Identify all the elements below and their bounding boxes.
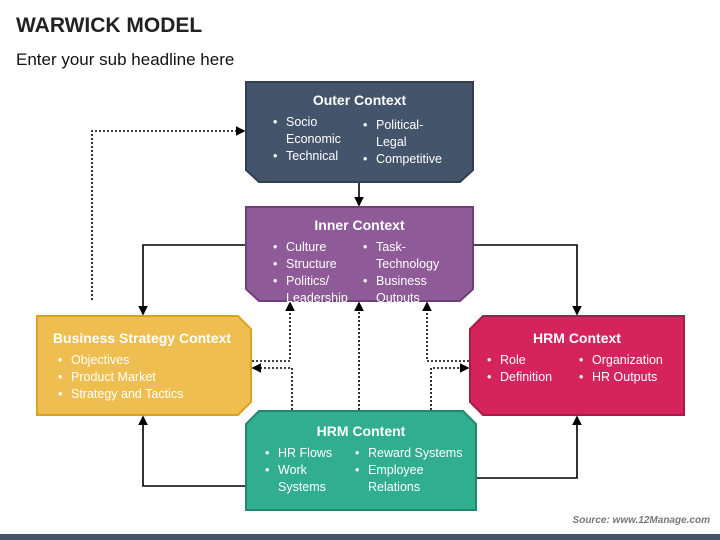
outer-context-title: Outer Context bbox=[312, 92, 407, 108]
list-item: Strategy and Tactics bbox=[58, 386, 183, 403]
list-item: Employee Relations bbox=[355, 462, 433, 496]
arrow-content-to-business bbox=[138, 415, 245, 487]
arrow-inner-to-business bbox=[138, 244, 245, 316]
inner-context-box: Inner Context CultureStructurePolitics/ … bbox=[246, 217, 473, 307]
list-item: HR Flows bbox=[265, 445, 354, 462]
list-item: Structure bbox=[273, 256, 362, 273]
arrow-inner-to-hrm-context bbox=[474, 244, 582, 316]
arrow-business-to-outer bbox=[91, 126, 246, 300]
arrow-hrm-context-to-inner bbox=[422, 301, 469, 362]
arrow-business-to-inner bbox=[252, 301, 295, 362]
list-item: Task-Technology bbox=[363, 239, 448, 273]
arrow-content-to-hrm-context bbox=[477, 415, 582, 479]
hrm-content-box: HRM Content HR FlowsWork Systems Reward … bbox=[246, 423, 476, 496]
list-item: Socio Economic bbox=[273, 114, 362, 148]
source-note: Source: www.12Manage.com bbox=[572, 515, 710, 526]
list-item: Definition bbox=[487, 369, 578, 386]
list-item: Politics/ Leadership bbox=[273, 273, 356, 307]
arrow-content-to-hrm-context-dotted bbox=[430, 363, 470, 410]
list-item: Organization bbox=[579, 352, 663, 369]
list-item: Role bbox=[487, 352, 578, 369]
outer-context-box: Outer Context Socio EconomicTechnical Po… bbox=[246, 92, 473, 168]
business-strategy-title: Business Strategy Context bbox=[52, 330, 232, 346]
footer-bar bbox=[0, 534, 720, 540]
list-item: Reward Systems bbox=[355, 445, 463, 462]
inner-context-title: Inner Context bbox=[314, 217, 405, 233]
arrow-content-to-business-dotted bbox=[251, 363, 293, 410]
hrm-context-title: HRM Context bbox=[533, 330, 621, 346]
list-item: Business Outputs bbox=[363, 273, 436, 307]
hrm-context-box: HRM Context RoleDefinition OrganizationH… bbox=[470, 330, 684, 386]
list-item: Work Systems bbox=[265, 462, 333, 496]
list-item: Product Market bbox=[58, 369, 183, 386]
page-title: WARWICK MODEL bbox=[16, 14, 203, 37]
list-item: Political-Legal bbox=[363, 117, 432, 151]
page-subtitle: Enter your sub headline here bbox=[16, 50, 235, 69]
business-strategy-box: Business Strategy Context ObjectivesProd… bbox=[37, 330, 247, 403]
hrm-content-title: HRM Content bbox=[316, 423, 406, 439]
list-item: Objectives bbox=[58, 352, 183, 369]
list-item: HR Outputs bbox=[579, 369, 663, 386]
list-item: Competitive bbox=[363, 151, 466, 168]
list-item: Culture bbox=[273, 239, 362, 256]
list-item: Technical bbox=[273, 148, 362, 165]
